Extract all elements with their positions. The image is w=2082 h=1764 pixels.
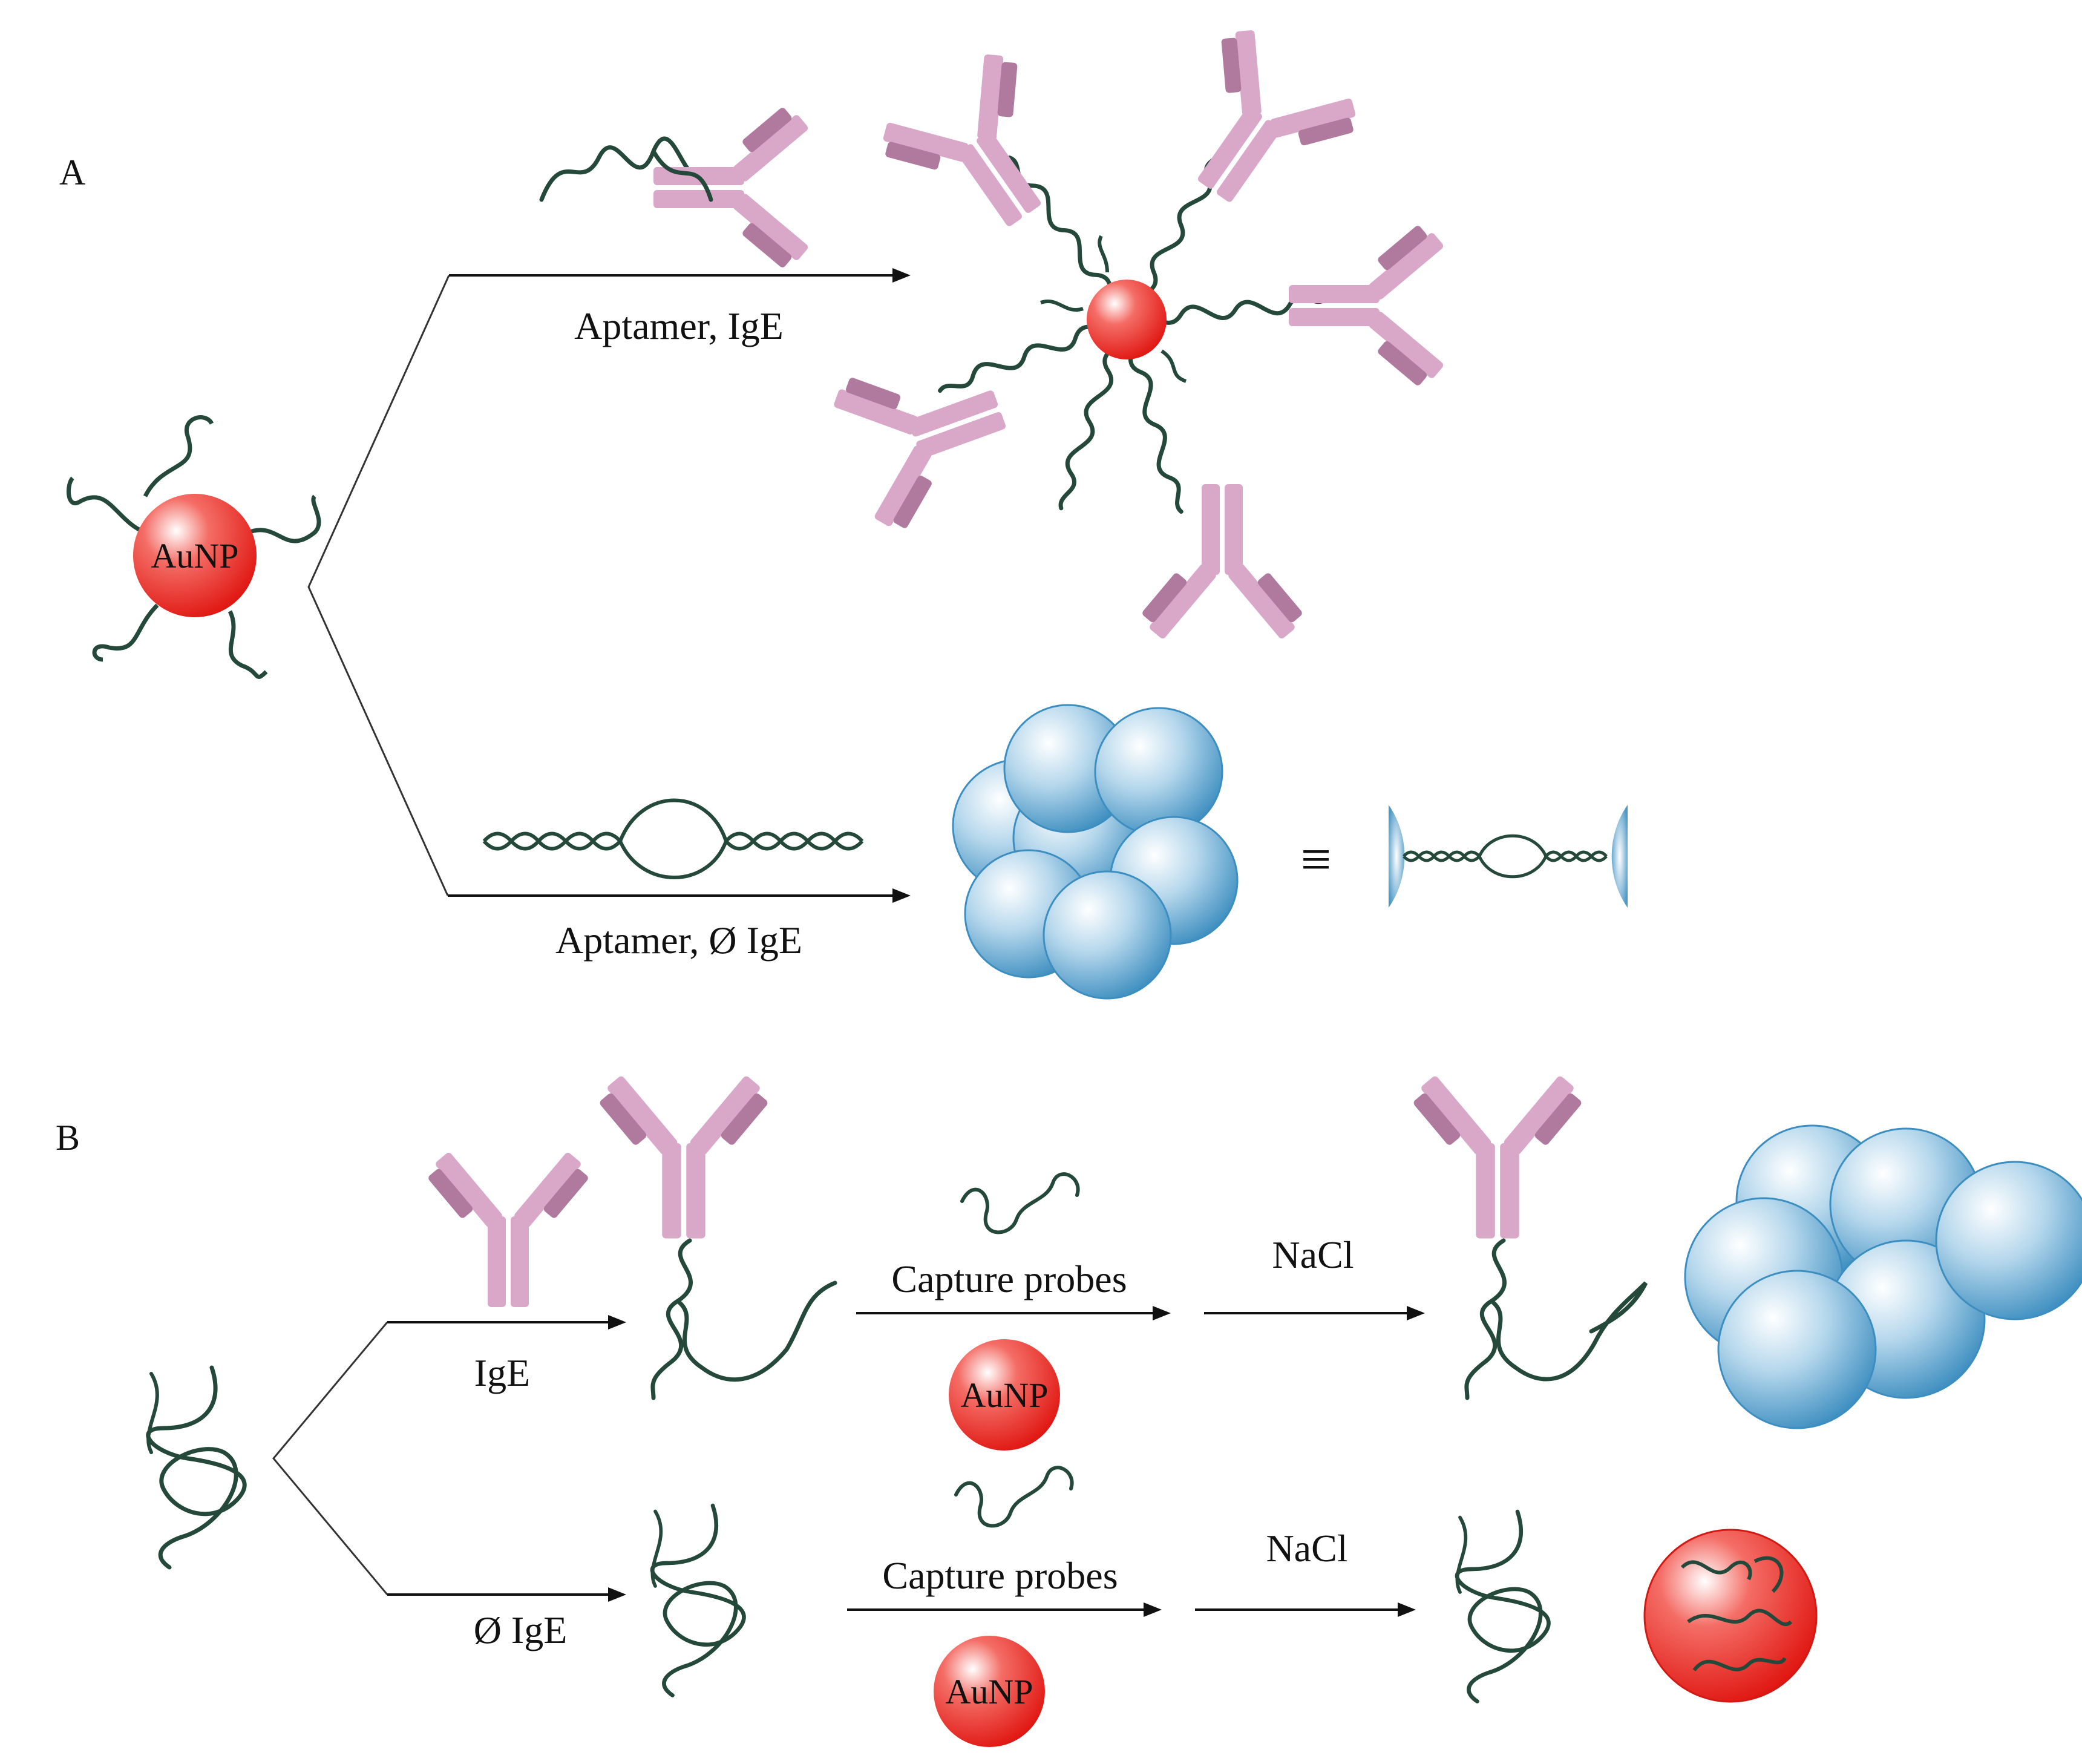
aunp-strand — [143, 415, 214, 497]
aunp-sphere-center — [1087, 280, 1167, 359]
aunp-label-top: AuNP — [960, 1375, 1048, 1415]
dispersed-aunp-with-probes — [1643, 1529, 1818, 1703]
ige-bound-aptamer — [598, 1075, 837, 1400]
aptamer-ige-complex-icon — [539, 106, 810, 269]
arrowhead — [892, 888, 911, 903]
folded-aptamer-no-ige — [652, 1506, 744, 1696]
label-capture-probes-bottom: Capture probes — [882, 1554, 1118, 1597]
folded-aptamer-start — [148, 1368, 244, 1567]
equivalent-sign: ≡ — [1301, 830, 1332, 890]
aunp-aggregate-b — [1684, 1124, 2082, 1429]
label-no-ige: Ø IgE — [474, 1608, 568, 1651]
aunp-sphere — [133, 494, 257, 617]
ige-antibody — [1141, 484, 1304, 640]
arrowhead — [608, 1315, 626, 1330]
branch-lines-a — [307, 275, 450, 896]
aunp-strand — [92, 603, 159, 662]
ige-antibody — [1147, 17, 1370, 238]
label-ige: IgE — [474, 1351, 530, 1394]
result-folded-aptamer — [1457, 1512, 1548, 1702]
aunp-reagent-top — [949, 1339, 1060, 1451]
label-capture-probes-top: Capture probes — [891, 1257, 1127, 1300]
capture-probes-reagent-top: Capture probes AuNP — [856, 1174, 1171, 1451]
crosslinked-pair-icon — [1389, 805, 1628, 908]
label-aptamer-no-ige: Aptamer, Ø IgE — [555, 919, 802, 962]
arrowhead — [608, 1587, 626, 1602]
capture-probes-reagent-bottom: Capture probes AuNP — [847, 1467, 1162, 1747]
label-nacl-bottom: NaCl — [1266, 1527, 1347, 1570]
result-ige-bound-aptamer — [1412, 1075, 1648, 1400]
ige-antibody — [1289, 224, 1445, 387]
aunp-strand — [247, 494, 321, 543]
arrowhead — [892, 268, 911, 283]
panel-a-label: A — [59, 152, 85, 192]
aptamer-duplex-icon — [482, 798, 864, 879]
aunp-label-bottom: AuNP — [945, 1672, 1033, 1711]
ige-antibody — [825, 332, 1028, 539]
aunp-aggregate-a — [952, 704, 1239, 1000]
aunp-strand — [228, 610, 268, 679]
label-aptamer-ige: Aptamer, IgE — [574, 304, 784, 347]
aunp-label: AuNP — [151, 536, 238, 575]
panel-b-label: B — [56, 1118, 80, 1158]
ige-antibody-reagent — [427, 1151, 590, 1307]
branch-lines-b — [272, 1322, 388, 1595]
aunp-aptamer-ige-conjugate — [825, 17, 1445, 640]
aunp-functionalized: AuNP — [66, 415, 321, 679]
aunp-reagent-bottom — [934, 1636, 1045, 1747]
aunp-strand — [66, 476, 146, 535]
label-nacl-top: NaCl — [1272, 1233, 1354, 1276]
